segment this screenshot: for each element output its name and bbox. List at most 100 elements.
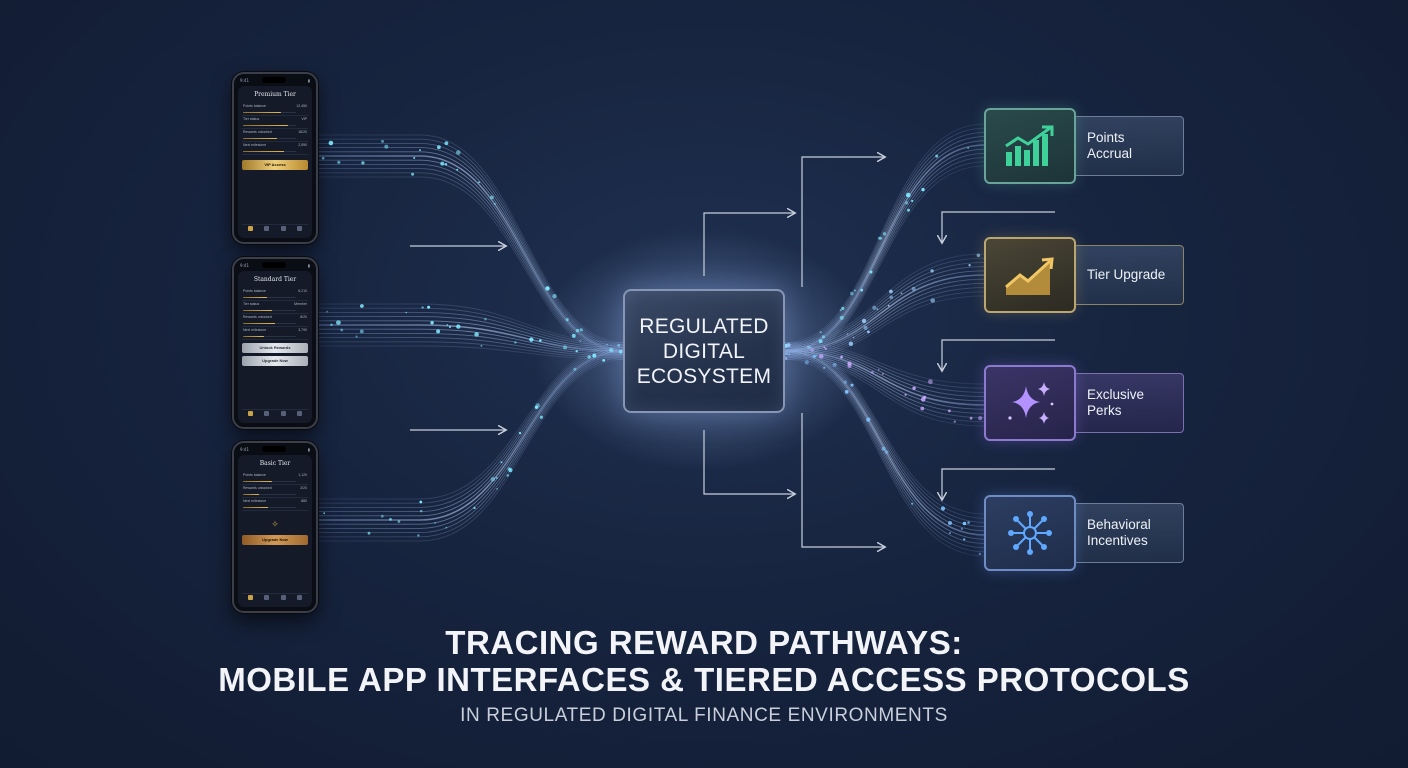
flow-line (784, 148, 986, 354)
flow-particle (960, 527, 964, 531)
status-bar: 9:41▮ (240, 263, 310, 268)
flow-line (784, 278, 986, 354)
metric-label: Points balance (243, 104, 266, 108)
home-tab-icon[interactable] (247, 411, 253, 416)
status-time: 9:41 (240, 447, 249, 452)
progress-track (243, 296, 296, 298)
flow-particle (419, 509, 423, 513)
battery-icon: ▮ (307, 447, 310, 452)
flow-particle (602, 359, 606, 362)
flow-particle (788, 353, 791, 356)
upgrade-now-button[interactable]: Upgrade Now (242, 535, 308, 545)
flow-particle (606, 343, 608, 346)
flow-particle (848, 341, 854, 346)
profile-tab-icon[interactable] (297, 226, 303, 231)
flow-particle (355, 335, 358, 338)
flow-particle (905, 201, 909, 205)
flow-particle (419, 149, 421, 152)
flow-particle (474, 332, 479, 337)
profile-tab-icon[interactable] (297, 411, 303, 416)
flow-particle (823, 346, 826, 349)
flow-particle (495, 476, 498, 479)
outcome-label-panel: Points Accrual (1064, 116, 1184, 176)
progress-track (243, 150, 296, 152)
profile-tab-icon[interactable] (297, 595, 303, 600)
flow-particle (449, 326, 451, 328)
flow-particle (411, 172, 415, 176)
metric-label: Points balance (243, 289, 266, 293)
flow-line (784, 358, 986, 557)
flow-particle (881, 373, 884, 375)
flow-particle (444, 141, 449, 146)
home-tab-icon[interactable] (247, 226, 253, 231)
vip-access-button[interactable]: VIP Access (242, 160, 308, 170)
flow-particle (930, 298, 935, 303)
flow-particle (968, 264, 971, 267)
flow-particle (786, 343, 791, 348)
wallet-tab-icon[interactable] (280, 595, 286, 600)
flow-particle (573, 367, 577, 371)
outcome-points-accrual: Points Accrual (984, 108, 1186, 186)
flow-line (784, 136, 986, 349)
flow-particle (361, 161, 365, 165)
flow-particle (507, 467, 511, 471)
flow-particle (360, 304, 364, 308)
flow-particle (444, 163, 448, 166)
flow-particle (904, 393, 907, 396)
flow-particle (500, 461, 503, 464)
flow-particle (818, 354, 824, 359)
flow-line (784, 357, 986, 553)
flow-line (316, 355, 626, 534)
flow-particle (480, 344, 483, 347)
flow-particle (839, 315, 844, 320)
flow-particle (850, 383, 854, 387)
outcome-label: Tier Upgrade (1087, 267, 1166, 282)
metric-value: 880 (301, 499, 307, 503)
metric-value: 3,790 (298, 328, 307, 332)
flow-particle (340, 328, 344, 332)
flow-particle (506, 474, 510, 477)
rewards-tab-icon[interactable] (264, 226, 270, 231)
flow-line (316, 337, 626, 357)
loop-arrow-3 (942, 468, 1055, 499)
flow-particle (562, 345, 568, 350)
wallet-tab-icon[interactable] (280, 411, 286, 416)
flow-particle (853, 289, 856, 292)
progress-track (243, 111, 296, 113)
flow-line (784, 355, 986, 549)
loop-arrow-1 (942, 211, 1055, 242)
wallet-tab-icon[interactable] (280, 226, 286, 231)
metric-value: 2/20 (300, 486, 307, 490)
metric-value: 12,450 (296, 104, 307, 108)
flow-particle (912, 386, 916, 390)
flow-particle (930, 269, 934, 273)
upgrade-now-button[interactable]: Upgrade Now (242, 356, 308, 366)
flow-particle (841, 306, 845, 310)
flow-particle (380, 514, 384, 518)
rewards-tab-icon[interactable] (264, 595, 270, 600)
flow-line (316, 147, 626, 349)
flow-particle (852, 336, 855, 339)
flow-line (784, 295, 986, 360)
rewards-tab-icon[interactable] (264, 411, 270, 416)
flow-particle (592, 353, 597, 358)
flow-line (784, 345, 986, 523)
flow-particle (609, 347, 614, 353)
metric-label: Next milestone (243, 499, 267, 503)
flow-particle (839, 309, 842, 312)
outcome-label-panel: Exclusive Perks (1064, 373, 1184, 433)
flow-particle (900, 292, 903, 295)
unlock-rewards-button[interactable]: Unlock Rewards (242, 343, 308, 353)
flow-line (316, 134, 626, 344)
flow-particle (809, 346, 812, 349)
flow-particle (359, 329, 364, 334)
outcome-label: Exclusive Perks (1087, 387, 1145, 418)
home-tab-icon[interactable] (247, 595, 253, 600)
flow-particle (490, 195, 494, 200)
progress-track (243, 322, 296, 324)
flow-particle (928, 379, 933, 385)
